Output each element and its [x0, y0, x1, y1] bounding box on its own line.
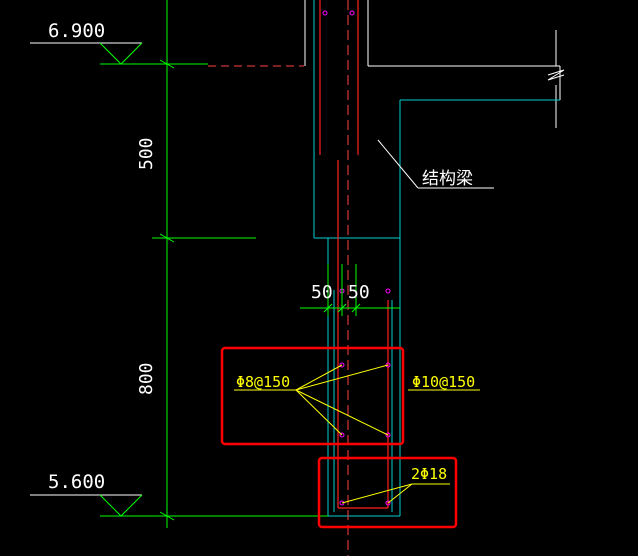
dimension-800-text: 800 — [136, 362, 157, 395]
stirrup-left-label: Φ8@150 — [236, 373, 290, 391]
dimension-50-right: 50 — [348, 282, 370, 303]
vertical-dimension — [152, 0, 256, 528]
horizontal-dimension — [300, 264, 400, 316]
bottom-bars-label: 2Φ18 — [411, 465, 447, 483]
rebar-lines — [319, 0, 389, 509]
dimension-50-left: 50 — [311, 282, 333, 303]
highlight-box-stirrups — [220, 346, 405, 446]
structural-beam-label: 结构梁 — [422, 169, 473, 189]
slab-outline — [208, 0, 565, 128]
stirrup-leaders — [234, 364, 480, 504]
stirrup-right-label: Φ10@150 — [412, 373, 475, 391]
beam-leader — [377, 139, 494, 189]
elevation-lower-text: 5.600 — [48, 471, 105, 493]
dimension-500-text: 500 — [136, 137, 157, 170]
elevation-mark-lower: 5.600 — [30, 471, 330, 517]
elevation-upper-text: 6.900 — [48, 20, 105, 42]
rebar-points — [322, 10, 391, 506]
highlight-box-bottom-bars — [317, 456, 458, 529]
elevation-mark-upper: 6.900 — [30, 20, 208, 65]
